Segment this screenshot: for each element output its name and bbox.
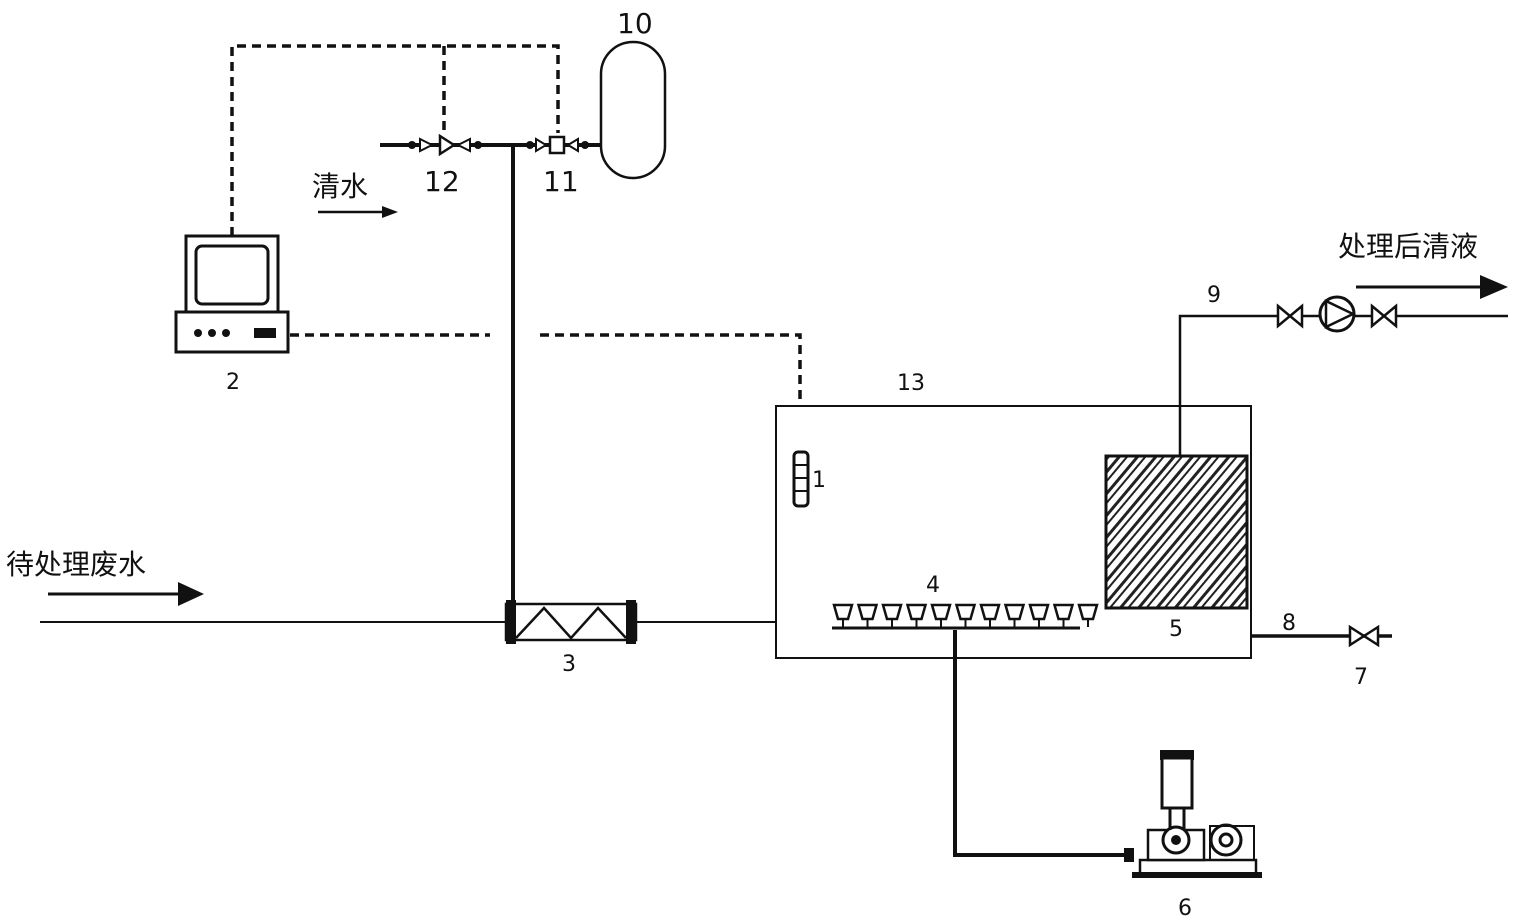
valve-12 <box>408 133 482 157</box>
label-11: 11 <box>543 165 579 198</box>
label-4: 4 <box>926 573 940 598</box>
diffuser-head <box>832 603 854 621</box>
diffuser-head <box>1077 603 1099 621</box>
label-13: 13 <box>897 371 925 396</box>
effluent-valve-a <box>1276 303 1304 329</box>
label-8: 8 <box>1282 611 1296 636</box>
wastewater-label: 待处理废水 <box>6 548 146 581</box>
diffuser-head <box>1028 603 1050 621</box>
label-5: 5 <box>1169 617 1183 642</box>
air-pipe <box>953 630 1128 857</box>
label-2: 2 <box>226 370 240 395</box>
air-blower <box>1124 750 1262 878</box>
label-6: 6 <box>1178 896 1192 921</box>
membrane-module <box>1104 454 1249 610</box>
diffuser-head <box>905 603 928 621</box>
label-12: 12 <box>424 165 460 198</box>
treated-liquid-arrow <box>1356 275 1508 299</box>
controller-computer <box>174 234 290 354</box>
diffuser-head <box>1052 603 1075 621</box>
diffuser-head <box>1003 603 1026 621</box>
label-7: 7 <box>1354 665 1368 690</box>
valve-11 <box>526 135 589 155</box>
storage-tank <box>599 40 667 180</box>
diffuser-head <box>856 603 879 621</box>
static-mixer <box>504 600 638 644</box>
effluent-pump <box>1318 295 1356 333</box>
effluent-valve-b <box>1370 303 1398 329</box>
diffuser-head <box>979 603 1001 621</box>
diffuser-head <box>930 603 952 621</box>
diffuser-head <box>954 603 977 621</box>
label-10: 10 <box>617 7 653 40</box>
label-1: 1 <box>812 468 826 493</box>
clean-water-pipe <box>380 143 600 605</box>
effluent-pipe <box>1178 314 1508 456</box>
treated-liquid-label: 处理后清液 <box>1338 230 1478 263</box>
aeration-diffuser <box>832 603 1099 630</box>
diffuser-head <box>881 603 903 621</box>
drain-valve <box>1348 624 1380 648</box>
clean-water-label: 清水 <box>312 170 368 203</box>
wastewater-arrow <box>48 582 204 606</box>
control-signal-lines <box>230 44 802 405</box>
clean-water-arrow <box>318 206 398 218</box>
sensor-probe <box>792 450 810 508</box>
label-9: 9 <box>1207 283 1221 308</box>
label-3: 3 <box>562 652 576 677</box>
